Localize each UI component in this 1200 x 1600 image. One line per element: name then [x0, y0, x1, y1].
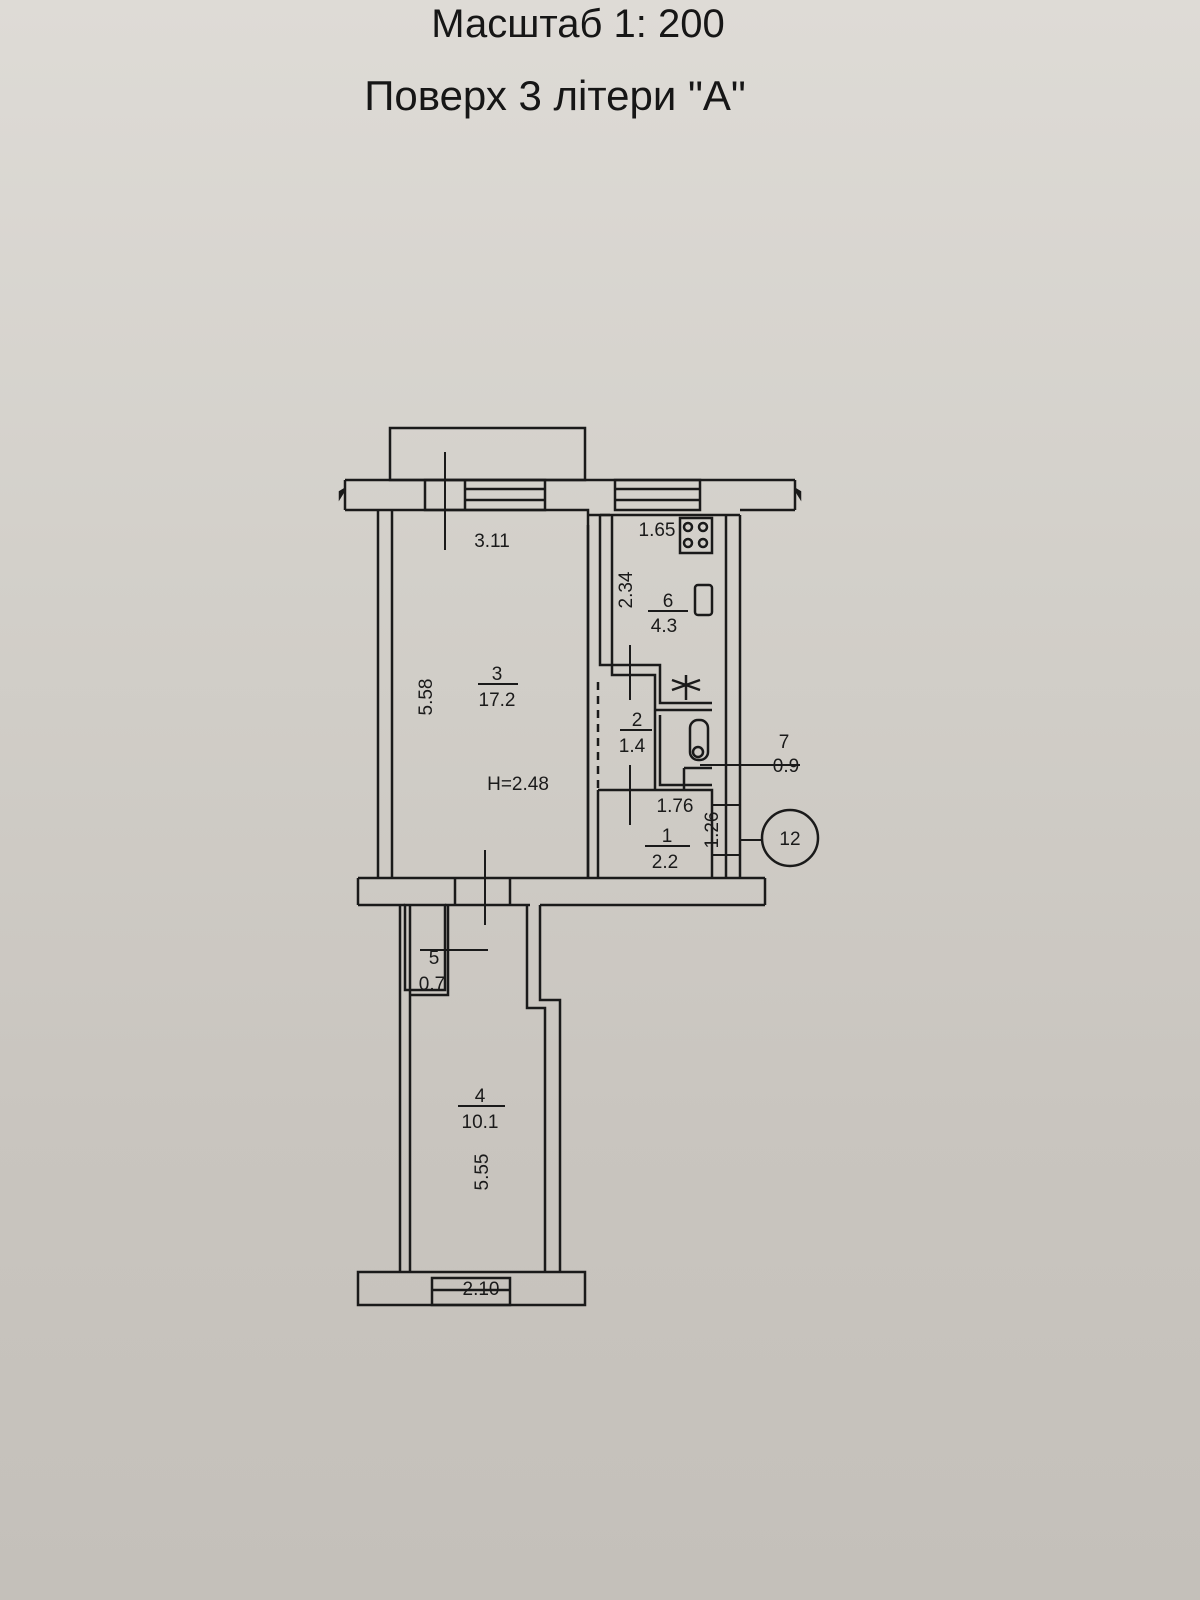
svg-text:4: 4 [475, 1086, 486, 1107]
balcony [388, 426, 587, 482]
room-7-label: 7 0.9 [700, 732, 800, 777]
room-3-label: 3 17.2 [478, 664, 518, 711]
left-wall [376, 510, 394, 878]
svg-text:2: 2 [632, 710, 643, 731]
axis-marker-circle [760, 808, 820, 868]
dimension-lines [420, 452, 631, 951]
entry-lines [712, 804, 762, 856]
lower-walls [398, 905, 562, 1272]
right-wall [724, 515, 742, 878]
closet-wall [410, 905, 450, 997]
stove-icon [678, 516, 714, 555]
room-2-label: 2 1.4 [619, 710, 652, 757]
middle-wall [356, 876, 767, 907]
svg-text:2.2: 2.2 [652, 852, 678, 873]
sink-icon [693, 583, 714, 617]
partitions [586, 515, 714, 878]
dim-room3-length: 5.58 [416, 679, 437, 716]
floor-label: Поверх 3 літери "А" [364, 72, 746, 119]
dim-room4-length: 5.55 [472, 1154, 493, 1191]
room-6-label: 6 4.3 [648, 591, 688, 637]
room-5-label: 5 0.7 [419, 948, 445, 995]
dim-kitchen-width: 1.65 [639, 520, 676, 541]
ceiling-height: H=2.48 [487, 774, 549, 795]
axis-marker-label: 12 [779, 829, 800, 850]
svg-text:10.1: 10.1 [462, 1112, 499, 1133]
room-1-label: 1 2.2 [645, 826, 690, 873]
svg-text:7: 7 [779, 732, 790, 753]
window-top-2 [613, 478, 702, 512]
svg-text:1: 1 [662, 826, 673, 847]
storage-room-5 [403, 903, 447, 992]
window-top-1 [423, 478, 547, 512]
svg-text:17.2: 17.2 [479, 690, 516, 711]
svg-text:5: 5 [429, 948, 440, 969]
dim-room3-width: 3.11 [474, 531, 510, 552]
dim-kitchen-length: 2.34 [616, 571, 637, 608]
svg-text:4.3: 4.3 [651, 616, 677, 637]
svg-text:1.4: 1.4 [619, 736, 646, 757]
toilet-icon [688, 718, 710, 762]
svg-text:6: 6 [663, 591, 674, 612]
dim-room4-width: 2.10 [463, 1279, 500, 1300]
top-wall [338, 478, 802, 878]
room-4-label: 4 10.1 [458, 1086, 505, 1133]
svg-text:3: 3 [492, 664, 503, 685]
gas-icon [671, 675, 701, 700]
scale-label: Масштаб 1: 200 [431, 2, 725, 46]
svg-text:0.9: 0.9 [773, 756, 799, 777]
svg-text:0.7: 0.7 [419, 974, 445, 995]
bottom-wall [356, 1270, 587, 1307]
dim-hall-length: 1.26 [702, 812, 723, 849]
dim-hall-width: 1.76 [657, 796, 694, 817]
